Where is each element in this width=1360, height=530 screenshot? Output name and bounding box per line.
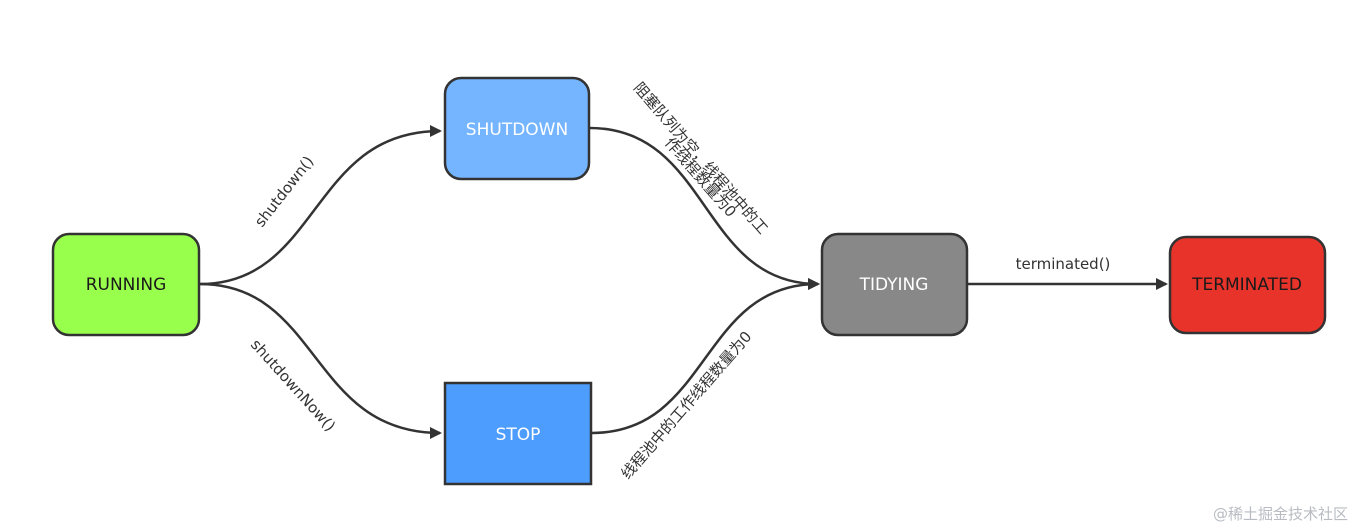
state-stop: STOP [443,381,593,486]
label-workers-zero: 线程池中的工作线程数量为0 [617,328,755,483]
state-running-label: RUNNING [86,275,167,295]
edge-running-shutdown [199,125,442,286]
label-shutdownnow-call: shutdownNow() [247,336,339,435]
state-tidying: TIDYING [820,232,969,337]
state-terminated: TERMINATED [1168,235,1327,335]
state-terminated-label: TERMINATED [1191,275,1302,295]
edge-shutdown-tidying [589,126,820,290]
watermark: @稀土掘金技术社区 [1212,505,1348,523]
edge-stop-tidying [591,278,820,435]
state-tidying-label: TIDYING [859,275,929,295]
edge-running-stop [199,282,442,439]
state-running: RUNNING [51,232,201,337]
state-shutdown: SHUTDOWN [443,76,591,181]
state-shutdown-label: SHUTDOWN [466,120,568,140]
state-stop-label: STOP [496,425,541,445]
label-terminated-call: terminated() [1016,255,1111,273]
label-queue-empty-line1: 阻塞队列为空，线程池中的工 [630,79,772,238]
